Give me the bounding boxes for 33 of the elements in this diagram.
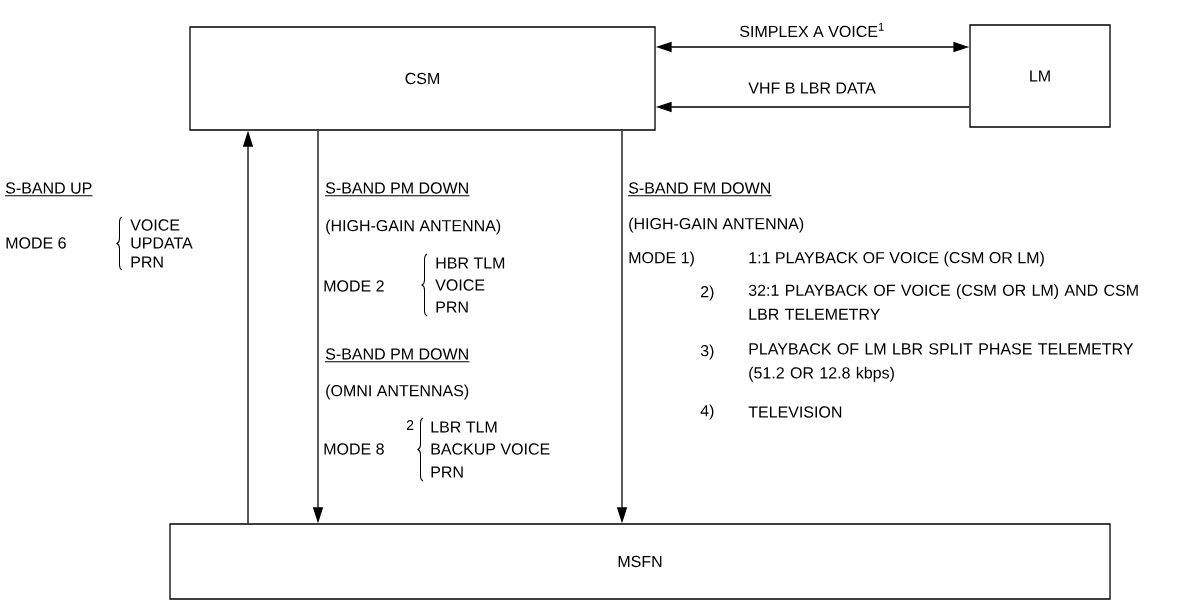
label-text: (HIGH-GAIN ANTENNA): [629, 217, 804, 233]
label-text: UPDATA: [131, 237, 193, 249]
label-text: (OMNI ANTENNAS): [326, 384, 469, 400]
label-text: 4): [700, 404, 714, 420]
footnote-mark: 2: [406, 420, 414, 430]
block-box: MSFN: [169, 523, 1111, 600]
label-text: 1:1 PLAYBACK OF VOICE (CSM OR LM): [749, 251, 1044, 267]
section-heading: S-BAND FM DOWN: [627, 182, 772, 197]
label-text: 2): [701, 285, 714, 301]
label-text: MODE 1): [629, 251, 694, 267]
label-text: MODE 6: [6, 237, 66, 249]
block-box: CSM: [189, 26, 656, 131]
label-text: VOICE: [435, 279, 485, 291]
label-text: BACKUP VOICE: [431, 443, 550, 455]
label-text: MODE 2: [324, 280, 384, 292]
label-text: MODE 8: [324, 443, 384, 455]
label-text: LBR TLM: [431, 421, 497, 433]
section-heading: S-BAND PM DOWN: [324, 348, 470, 363]
block-box: LM: [969, 24, 1111, 128]
label-text: 3): [700, 344, 714, 360]
label-text: PRN: [436, 301, 468, 313]
label-text: HBR TLM: [436, 257, 505, 269]
list-text: PLAYBACK OF LM LBR SPLIT PHASE TELEMETRY (51.2 OR 12.8 kbps): [749, 343, 1134, 382]
label-text: TELEVISION: [748, 406, 842, 418]
label-text: VOICE: [130, 219, 180, 231]
edge-label: VHF B LBR DATA: [747, 81, 877, 95]
label-text: (HIGH-GAIN ANTENNA): [326, 219, 501, 235]
section-heading: S-BAND UP: [4, 182, 94, 197]
edge-label: SIMPLEX A VOICE$^{1}$: [738, 21, 886, 39]
label-text: PRN: [131, 256, 163, 268]
list-text: 32:1 PLAYBACK OF VOICE (CSM OR LM) AND CSM LBR TELEMETRY: [748, 284, 1138, 320]
label-text: PRN: [431, 466, 463, 478]
section-heading: S-BAND PM DOWN: [324, 182, 470, 197]
